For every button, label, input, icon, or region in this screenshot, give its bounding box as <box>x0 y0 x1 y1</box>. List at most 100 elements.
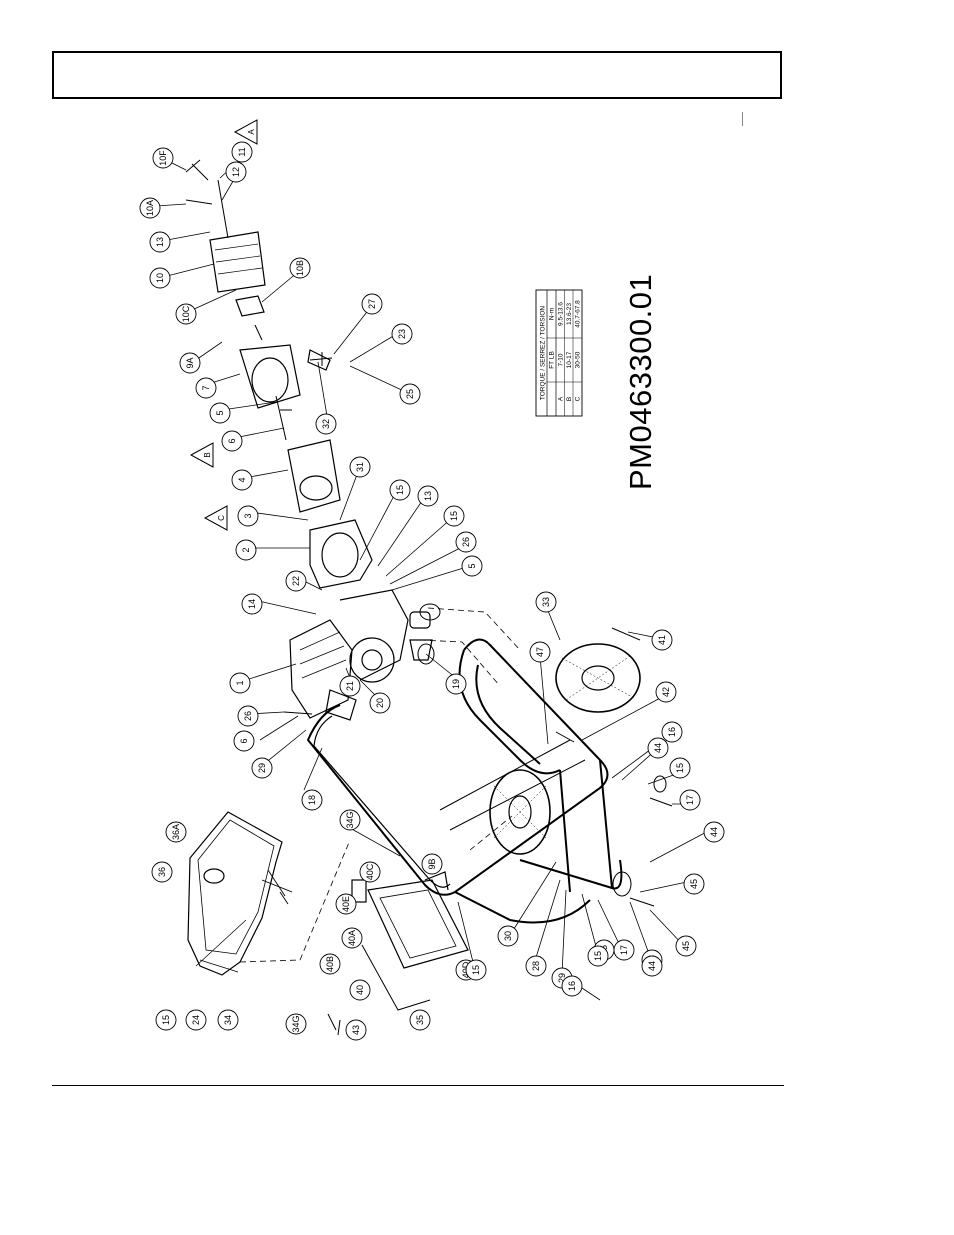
callout-35: 35 <box>409 1009 431 1031</box>
frame-drawing <box>306 638 623 924</box>
callout-circle <box>349 979 371 1001</box>
callout-40E: 40E <box>335 893 357 915</box>
callout-circle <box>417 485 439 507</box>
callout-label: 5 <box>215 410 225 415</box>
callout-9A: 9A <box>179 352 201 374</box>
callout-circle <box>152 147 174 169</box>
callout-10: 10 <box>149 267 171 289</box>
callout-label: 42 <box>661 687 671 697</box>
callout-circle <box>465 959 487 981</box>
callout-circle <box>335 893 357 915</box>
callout-circle <box>149 267 171 289</box>
callout-41: 41 <box>651 629 673 651</box>
callout-circle <box>655 681 677 703</box>
callout-label: 4 <box>237 477 247 482</box>
triangle-b-label: B <box>203 452 212 457</box>
callout-label: 10F <box>158 150 168 166</box>
callout-4: 4 <box>231 469 253 491</box>
triangle-c-marker: C <box>203 505 228 531</box>
torque-col-ftlb: FT LB <box>549 351 556 369</box>
callout-44: 44 <box>703 821 725 843</box>
callout-label: 29 <box>557 973 567 983</box>
callout-circle <box>195 377 217 399</box>
callout-circle <box>613 939 635 961</box>
callout-circle <box>445 673 467 695</box>
callout-circle <box>241 593 263 615</box>
callout-label: 14 <box>247 599 257 609</box>
callout-label: 13 <box>423 491 433 501</box>
callout-label: 22 <box>291 576 301 586</box>
callout-circle <box>319 953 341 975</box>
callout-circle <box>651 629 673 651</box>
callout-label: 45 <box>681 941 691 951</box>
callout-12: 12 <box>225 161 247 183</box>
wheels-drawing <box>489 643 641 855</box>
callout-30: 30 <box>497 925 519 947</box>
callout-circle <box>149 231 171 253</box>
callout-circle <box>341 927 363 949</box>
hardware-drawing <box>185 159 673 1036</box>
callout-16: 16 <box>661 721 683 743</box>
callout-40C: 40C <box>359 861 381 883</box>
callout-circle <box>155 1009 177 1031</box>
callout-label: 9A <box>185 357 195 368</box>
control-panel-drawing <box>351 871 469 1011</box>
callout-label: 11 <box>237 147 247 156</box>
callout-2: 2 <box>235 539 257 561</box>
torque-row-ftlb: 30-50 <box>575 351 582 368</box>
callout-label: 16 <box>567 981 577 991</box>
callout-label: 26 <box>243 711 253 721</box>
callout-circle <box>641 955 663 977</box>
callout-26: 26 <box>455 531 477 553</box>
engine-drawing <box>289 589 433 721</box>
callout-label: 7 <box>201 385 211 390</box>
callout-label: 10C <box>181 305 191 322</box>
callout-34G: 34G <box>339 809 361 831</box>
callout-5: 5 <box>209 402 231 424</box>
margin-mark <box>742 112 743 126</box>
callout-label: 19 <box>451 679 461 689</box>
callout-33: 33 <box>535 591 557 613</box>
callout-circle <box>461 555 483 577</box>
callout-circle <box>389 479 411 501</box>
torque-row-mark: B <box>566 397 573 401</box>
callout-36: 36 <box>151 861 173 883</box>
torque-row-ftlb: 7-10 <box>558 353 565 366</box>
callout-circle <box>315 413 337 435</box>
callout-42: 42 <box>655 681 677 703</box>
triangle-a-marker: A <box>233 119 258 145</box>
callout-label: 27 <box>367 299 377 309</box>
callout-31: 31 <box>349 456 371 478</box>
callout-label: 34G <box>291 1015 301 1032</box>
callout-label: 40E <box>341 896 351 912</box>
callout-label: 41 <box>657 635 667 645</box>
callout-label: 36 <box>157 867 167 877</box>
callout-label: 40 <box>355 985 365 995</box>
callout-10A: 10A <box>139 197 161 219</box>
callout-label: 29 <box>257 763 267 773</box>
callout-16: 16 <box>561 975 583 997</box>
callout-circle <box>231 469 253 491</box>
triangle-b-marker: B <box>189 442 214 468</box>
callout-circle <box>525 955 547 977</box>
callout-circle <box>175 303 197 325</box>
callout-circle <box>703 821 725 843</box>
assembly-lines <box>239 607 521 963</box>
callout-6: 6 <box>233 730 255 752</box>
callout-label: 40B <box>325 956 335 972</box>
callout-21: 21 <box>339 675 361 697</box>
callout-label: 15 <box>449 511 459 521</box>
callout-circle <box>139 197 161 219</box>
callout-circle <box>235 539 257 561</box>
callout-11: 11 <box>231 141 253 163</box>
callout-3: 3 <box>237 505 259 527</box>
callout-6: 6 <box>221 430 243 452</box>
callout-1: 1 <box>229 672 251 694</box>
callout-label: 25 <box>405 389 415 399</box>
torque-row-mark: A <box>558 396 565 401</box>
callout-15: 15 <box>669 757 691 779</box>
callout-32: 32 <box>315 413 337 435</box>
alternator-drawing <box>209 231 373 589</box>
diagram-artwork <box>155 155 715 1036</box>
